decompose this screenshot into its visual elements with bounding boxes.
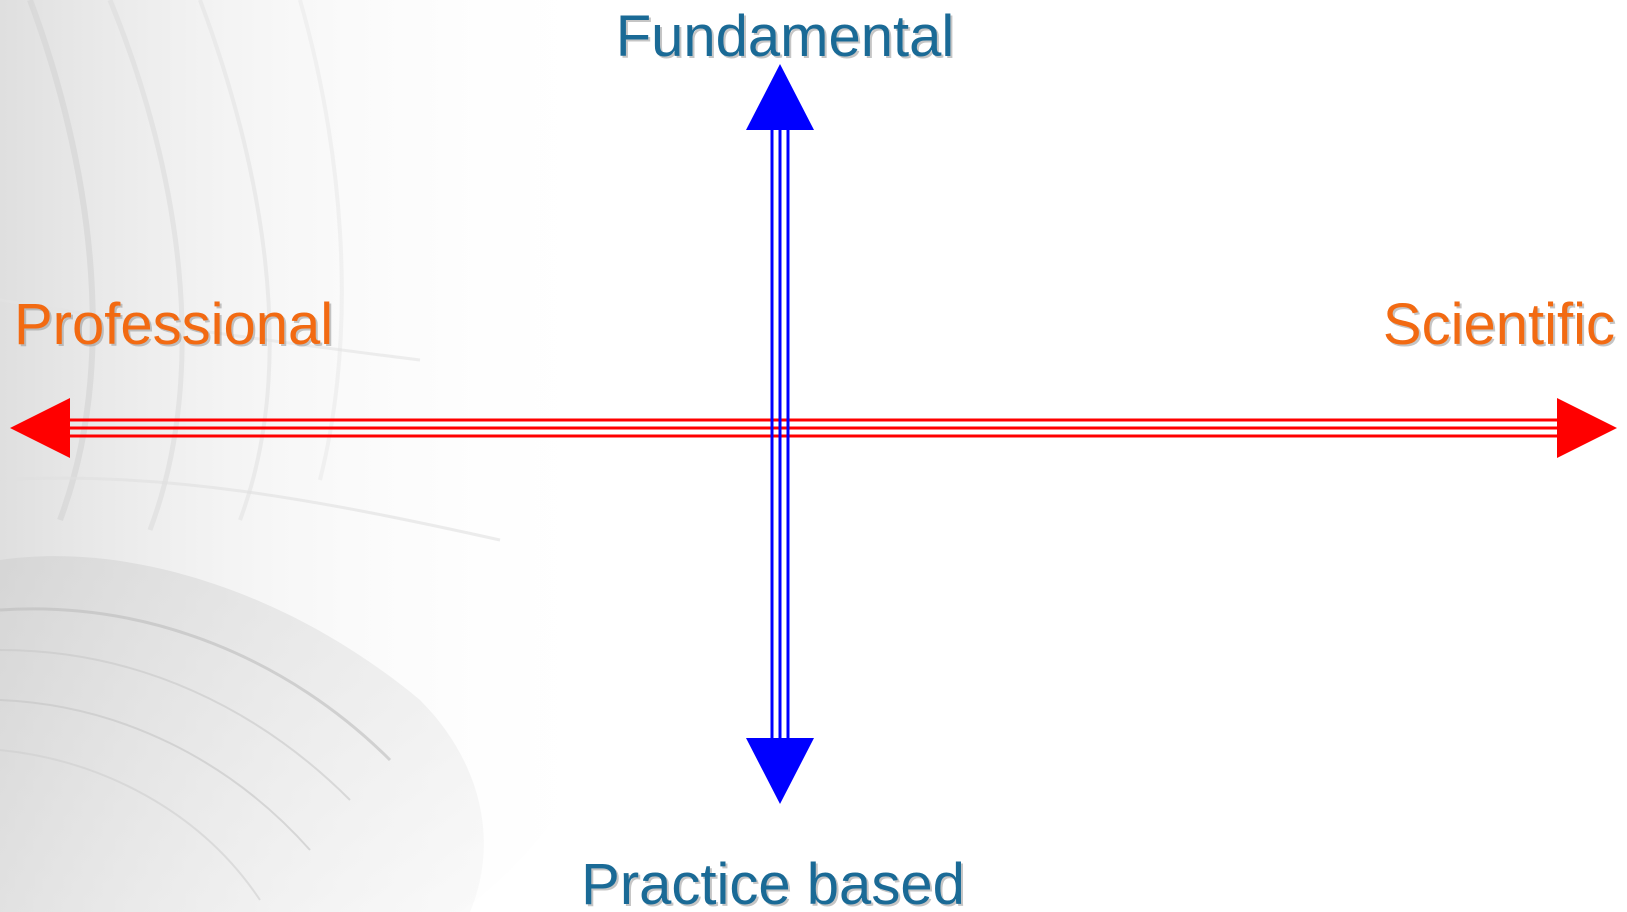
label-fundamental: Fundamental: [615, 4, 955, 69]
arrow-down-icon: [746, 738, 814, 804]
vertical-axis: [746, 64, 814, 804]
label-professional: Professional: [14, 292, 334, 357]
label-practice-based: Practice based: [581, 852, 965, 912]
arrow-right-icon: [1557, 398, 1617, 458]
arrow-left-icon: [10, 398, 70, 458]
arrow-up-icon: [746, 64, 814, 130]
horizontal-axis: [10, 398, 1617, 458]
label-scientific: Scientific: [1382, 292, 1615, 357]
